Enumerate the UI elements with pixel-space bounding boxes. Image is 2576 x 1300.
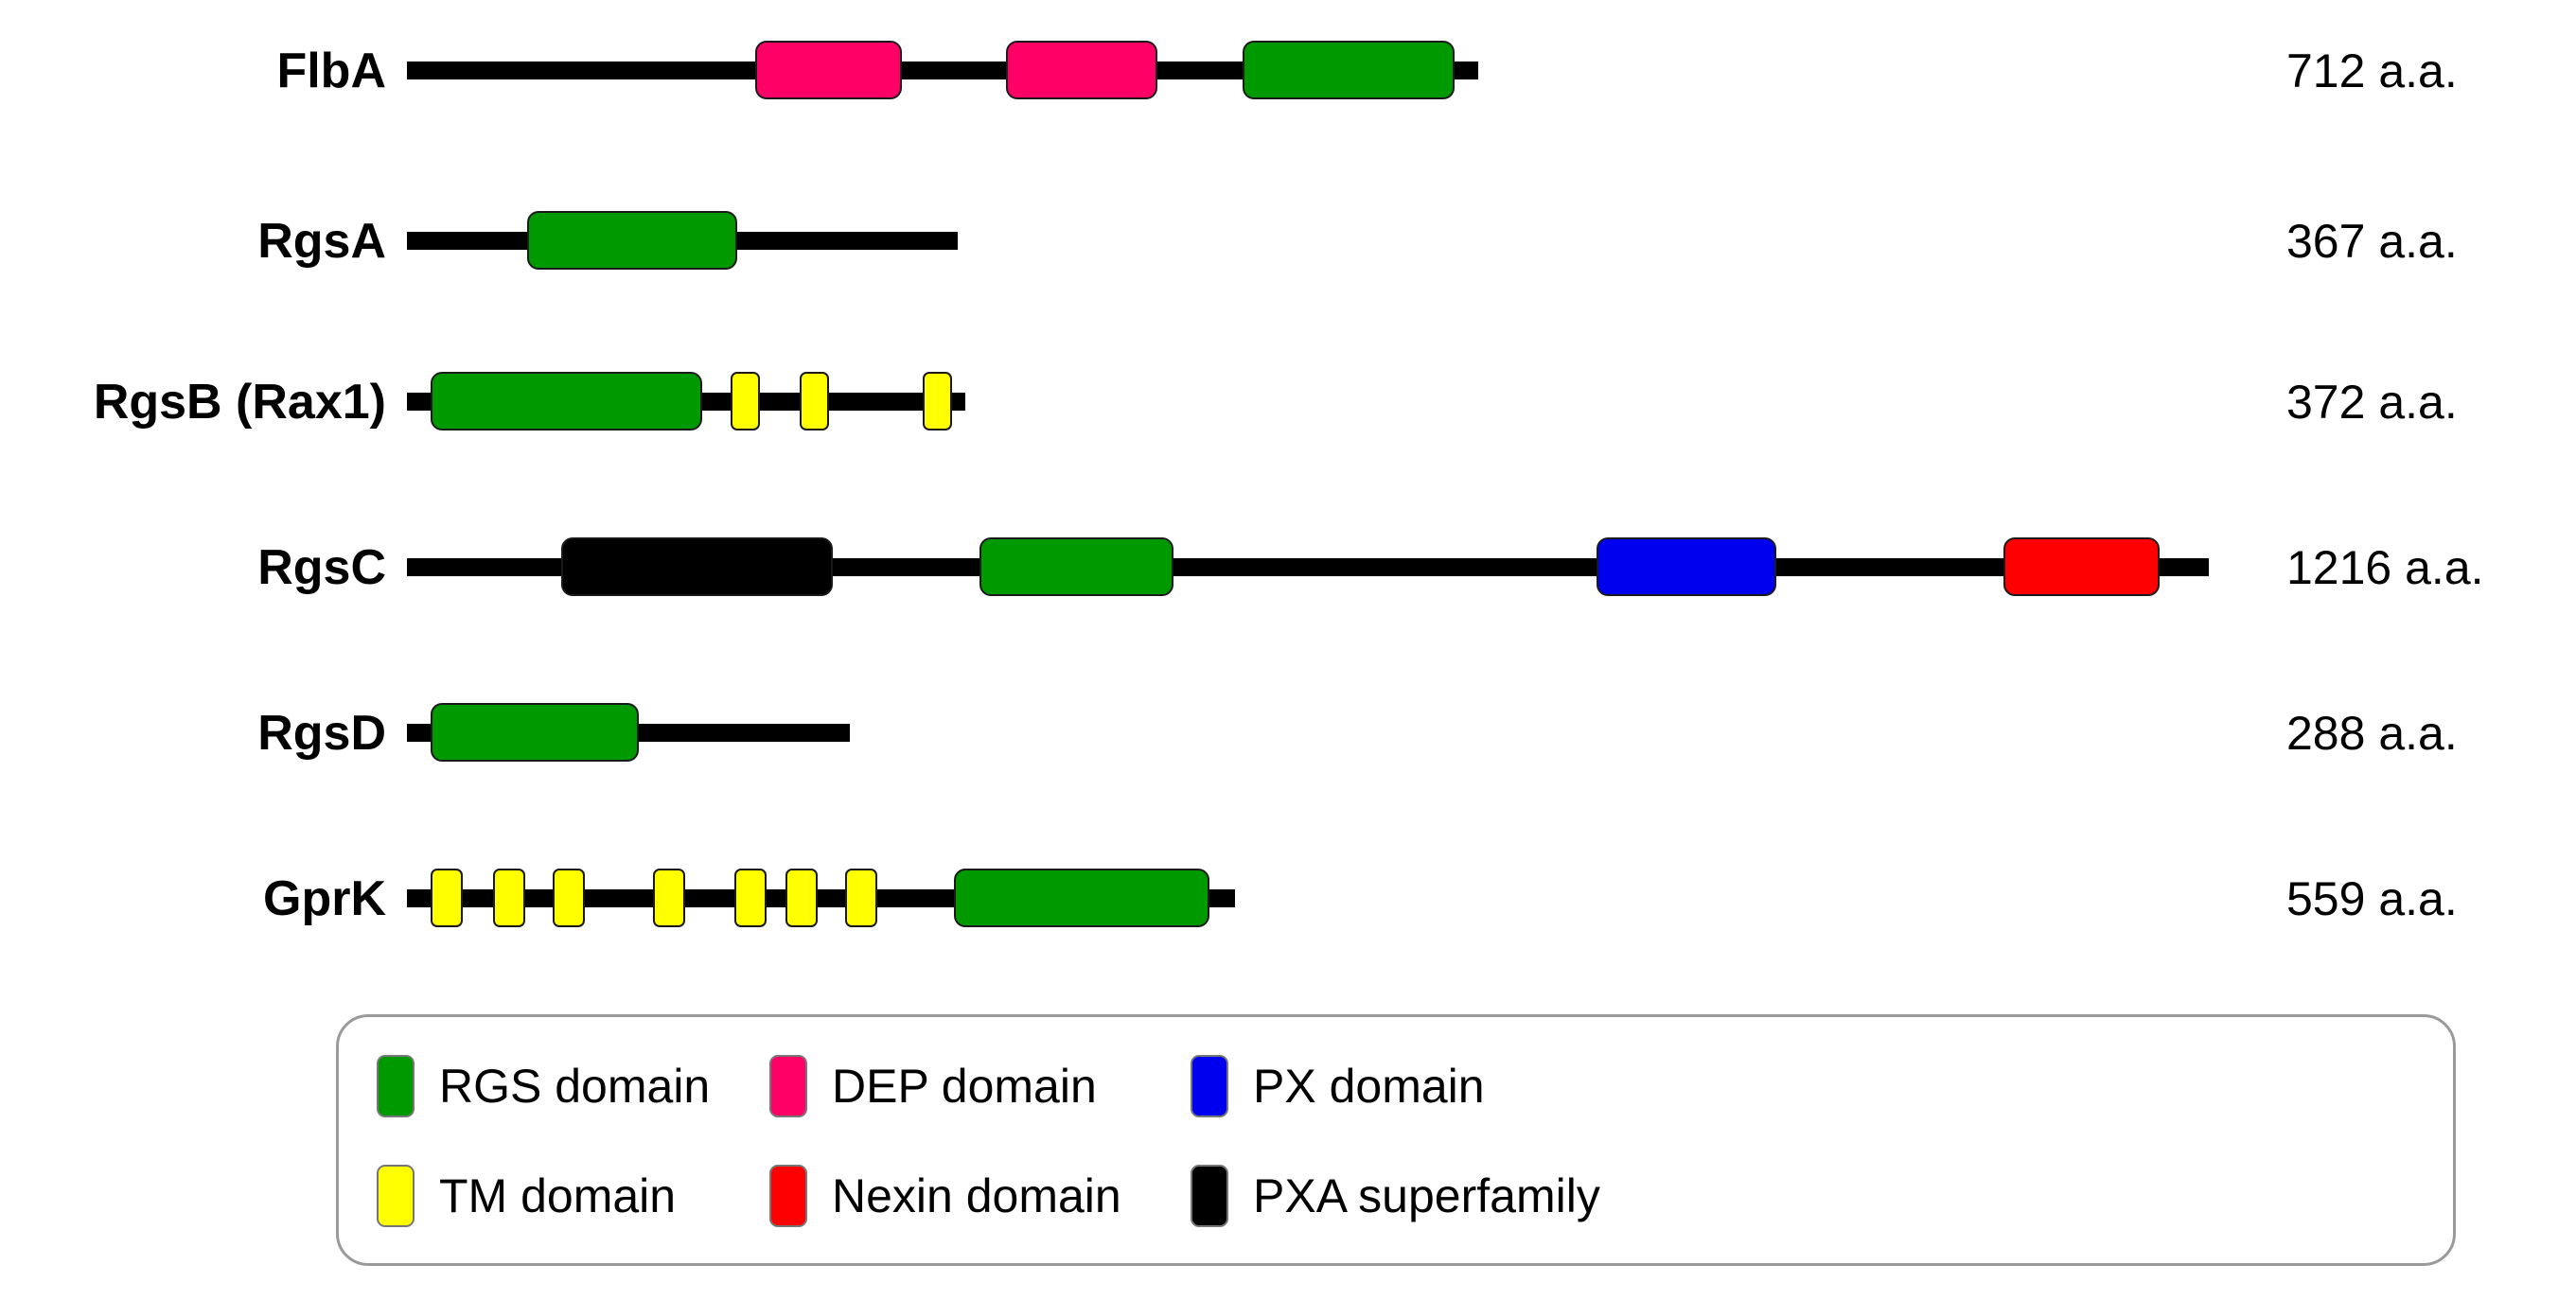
domain-block-nexin (2003, 537, 2160, 596)
domain-block-dep (755, 41, 902, 99)
legend-label: RGS domain (439, 1060, 711, 1113)
protein-row: RgsD 288 a.a. (0, 676, 2576, 790)
domain-block-rgs (979, 537, 1173, 596)
domain-block-tm (845, 869, 877, 927)
domain-block-tm (553, 869, 585, 927)
legend-swatch-pxa (1191, 1165, 1228, 1227)
domain-block-tm (785, 869, 818, 927)
protein-name-label: RgsD (257, 706, 386, 761)
legend-swatch-dep (769, 1055, 807, 1117)
domain-block-rgs (527, 211, 737, 270)
protein-name-label: RgsA (257, 214, 386, 269)
domain-block-tm (431, 869, 463, 927)
legend-label: PX domain (1253, 1060, 1485, 1113)
protein-backbone (407, 61, 1478, 79)
domain-block-tm (800, 372, 829, 430)
protein-length-label: 372 a.a. (2286, 376, 2458, 429)
legend-item: DEP domain (769, 1055, 1097, 1117)
protein-name-label: GprK (263, 871, 386, 926)
legend-item: RGS domain (377, 1055, 710, 1117)
domain-block-tm (493, 869, 525, 927)
domain-block-tm (734, 869, 767, 927)
protein-length-label: 367 a.a. (2286, 215, 2458, 268)
legend-label: DEP domain (832, 1060, 1097, 1113)
protein-row: RgsC 1216 a.a. (0, 511, 2576, 624)
protein-row: FlbA 712 a.a. (0, 14, 2576, 128)
domain-block-rgs (431, 372, 702, 430)
domain-block-px (1597, 537, 1776, 596)
legend-box: RGS domain DEP domain PX domain TM domain Ne… (336, 1014, 2456, 1266)
domain-block-rgs (1243, 41, 1455, 99)
legend-item: PXA superfamily (1191, 1165, 1600, 1227)
protein-name-label: RgsB (Rax1) (93, 375, 386, 430)
legend-label: Nexin domain (832, 1169, 1121, 1222)
domain-block-tm (731, 372, 760, 430)
protein-length-label: 712 a.a. (2286, 44, 2458, 97)
domain-block-rgs (431, 703, 639, 762)
domain-block-tm (653, 869, 685, 927)
legend-label: PXA superfamily (1253, 1169, 1600, 1222)
legend-swatch-tm (377, 1165, 415, 1227)
domain-block-rgs (954, 869, 1209, 927)
legend-swatch-rgs (377, 1055, 415, 1117)
legend-item: Nexin domain (769, 1165, 1121, 1227)
legend-item: PX domain (1191, 1055, 1485, 1117)
protein-row: RgsA 367 a.a. (0, 184, 2576, 298)
domain-block-tm (923, 372, 952, 430)
protein-length-label: 559 a.a. (2286, 872, 2458, 925)
protein-row: RgsB (Rax1) 372 a.a. (0, 345, 2576, 459)
protein-length-label: 288 a.a. (2286, 707, 2458, 760)
protein-name-label: RgsC (257, 540, 386, 595)
domain-block-dep (1006, 41, 1157, 99)
protein-row: GprK 559 a.a. (0, 842, 2576, 956)
domain-block-pxa (561, 537, 833, 596)
legend-swatch-px (1191, 1055, 1228, 1117)
legend-swatch-nexin (769, 1165, 807, 1227)
legend-label: TM domain (439, 1169, 677, 1222)
legend-item: TM domain (377, 1165, 676, 1227)
protein-name-label: FlbA (276, 44, 386, 98)
protein-length-label: 1216 a.a. (2286, 541, 2484, 594)
